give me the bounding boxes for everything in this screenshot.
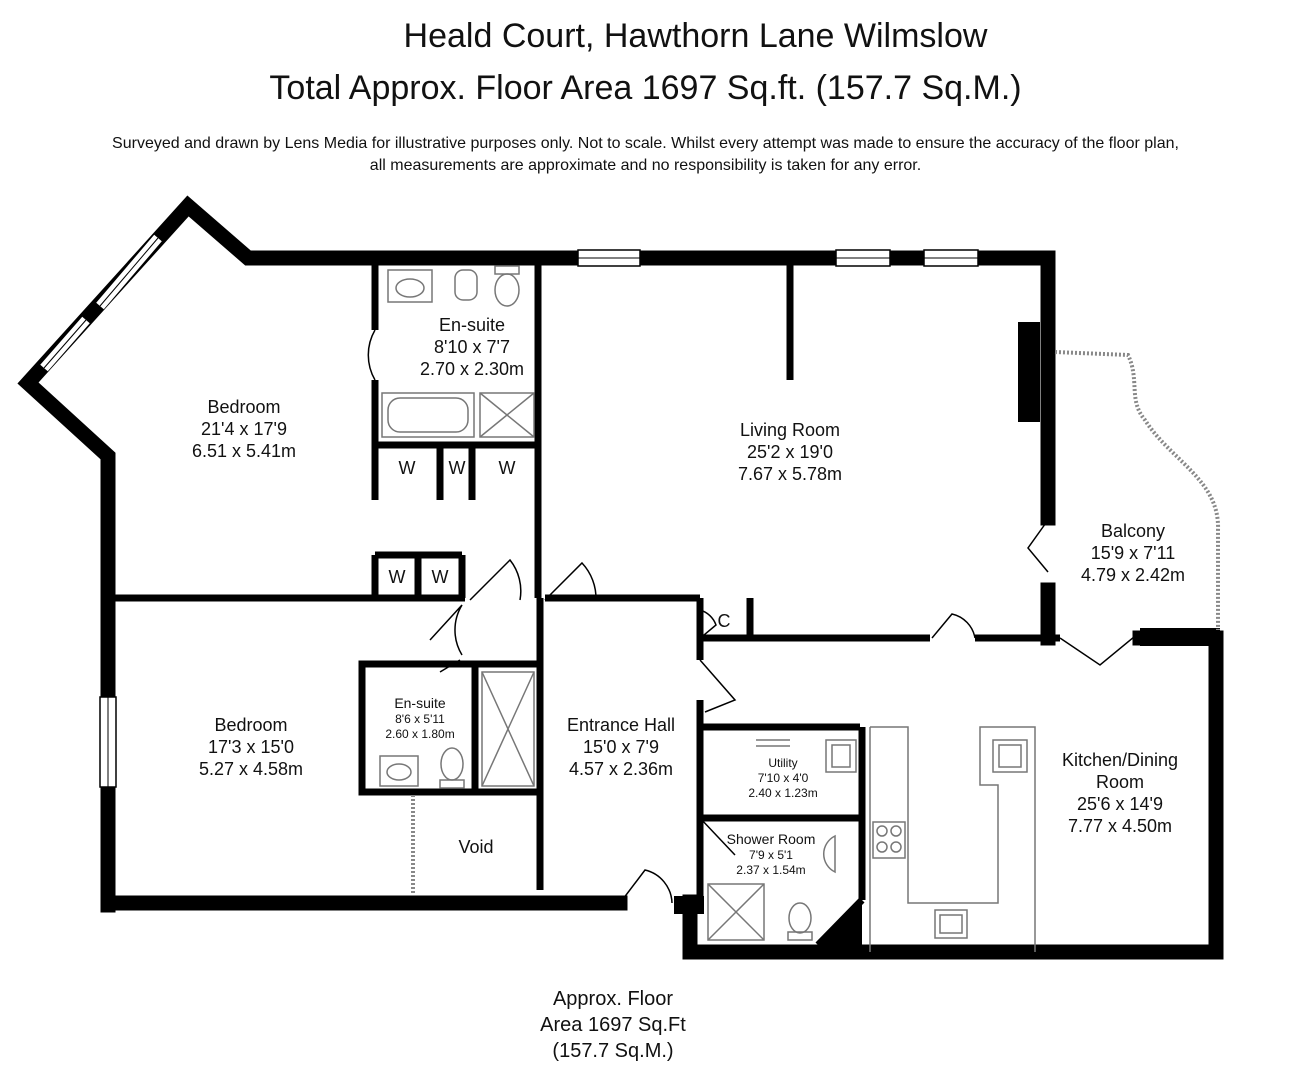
room-size-imperial: 21'4 x 17'9 (201, 419, 287, 439)
room-size-metric: 2.70 x 2.30m (419, 359, 525, 379)
room-label-ensuite-2: En-suite 8'6 x 5'11 2.60 x 1.80m (385, 694, 454, 742)
room-label-void: Void (458, 836, 493, 858)
room-size-imperial: 25'2 x 19'0 (747, 442, 833, 462)
room-size-imperial: 8'6 x 5'11 (395, 712, 445, 726)
fixtures (379, 265, 1036, 952)
room-label-bedroom-1: Bedroom 21'4 x 17'9 6.51 x 5.41m (192, 396, 296, 462)
room-label-entrance-hall: Entrance Hall 15'0 x 7'9 4.57 x 2.36m (567, 714, 675, 780)
chimney-block (1018, 322, 1040, 422)
room-size-metric: 2.40 x 1.23m (748, 786, 818, 800)
room-size-imperial: 15'9 x 7'11 (1090, 543, 1176, 563)
toilet-ensuite1 (494, 273, 520, 307)
room-name: Utility (768, 756, 798, 770)
room-size-metric: 7.77 x 4.50m (1067, 816, 1173, 836)
windows (40, 234, 979, 788)
kitchen-sink (934, 909, 968, 939)
room-label-balcony: Balcony 15'9 x 7'11 4.79 x 2.42m (1081, 520, 1185, 586)
kitchen-worktop (870, 726, 1036, 952)
utility-sink (825, 739, 857, 773)
room-label-ensuite-1: En-suite 8'10 x 7'7 2.70 x 2.30m (420, 314, 524, 380)
disclaimer: Surveyed and drawn by Lens Media for ill… (0, 133, 1291, 177)
footer-line-3: (157.7 Sq.M.) (552, 1040, 674, 1062)
room-name: Living Room (739, 420, 841, 440)
basin-shower-room (823, 834, 836, 874)
shower-tray-ensuite2 (481, 671, 535, 787)
room-size-metric: 6.51 x 5.41m (191, 441, 297, 461)
wardrobe-label-4: W (388, 567, 406, 587)
room-size-metric: 7.67 x 5.78m (737, 464, 843, 484)
shower-tray-ensuite1 (479, 392, 535, 438)
footer-line-1: Approx. Floor (552, 988, 674, 1010)
room-label-shower-room: Shower Room 7'9 x 5'1 2.37 x 1.54m (727, 830, 816, 878)
room-label-kitchen-dining: Kitchen/Dining Room 25'6 x 14'9 7.77 x 4… (1062, 749, 1178, 837)
room-label-bedroom-2: Bedroom 17'3 x 15'0 5.27 x 4.58m (199, 714, 303, 780)
floor-area-footer: Approx. Floor Area 1697 Sq.Ft (157.7 Sq.… (540, 986, 686, 1064)
floor-area-heading: Total Approx. Floor Area 1697 Sq.ft. (15… (269, 69, 1022, 107)
disclaimer-line-1: Surveyed and drawn by Lens Media for ill… (112, 135, 1179, 152)
room-size-imperial: 17'3 x 15'0 (208, 737, 294, 757)
room-name: Shower Room (726, 831, 816, 847)
room-size-imperial: 7'9 x 5'1 (749, 848, 793, 862)
wardrobe-label-1: W (398, 458, 416, 478)
disclaimer-line-2: all measurements are approximate and no … (369, 157, 922, 174)
room-size-metric: 2.37 x 1.54m (736, 863, 806, 877)
room-name: Bedroom (214, 715, 288, 735)
room-name: Balcony (1100, 521, 1166, 541)
room-name: Void (458, 837, 494, 857)
room-name: En-suite (438, 315, 506, 335)
room-name: En-suite (394, 695, 446, 711)
walls (17, 195, 1224, 960)
room-name: Entrance Hall (566, 715, 676, 735)
shower-wall-block (818, 900, 862, 952)
solid-blocks (674, 322, 1220, 952)
wardrobe-label-3: W (498, 458, 516, 478)
room-name-line-1: Kitchen/Dining (1061, 750, 1179, 770)
footer-line-2: Area 1697 Sq.Ft (540, 1014, 686, 1036)
bath (381, 392, 475, 438)
balcony-outline (1054, 350, 1221, 630)
room-size-imperial: 8'10 x 7'7 (434, 337, 510, 357)
door-swings (367, 329, 1141, 904)
shower-tray-shower-room (707, 883, 765, 941)
room-name: Bedroom (207, 397, 281, 417)
room-size-imperial: 7'10 x 4'0 (757, 771, 809, 785)
hall-wall-block (674, 896, 704, 914)
basin-ensuite1 (387, 269, 433, 303)
room-label-living-room: Living Room 25'2 x 19'0 7.67 x 5.78m (738, 419, 842, 485)
room-name-line-2: Room (1095, 772, 1145, 792)
room-size-metric: 2.60 x 1.80m (385, 727, 455, 741)
room-label-utility: Utility 7'10 x 4'0 2.40 x 1.23m (748, 756, 817, 801)
kitchen-island-sink (992, 739, 1028, 773)
basin-ensuite2 (379, 755, 419, 787)
wardrobe-label-5: W (431, 567, 449, 587)
room-size-imperial: 25'6 x 14'9 (1077, 794, 1163, 814)
balcony-wall-block (1140, 628, 1220, 646)
interior-walls (108, 258, 1060, 948)
toilet-ensuite2 (440, 747, 464, 781)
room-size-metric: 4.57 x 2.36m (568, 759, 674, 779)
room-size-metric: 4.79 x 2.42m (1080, 565, 1186, 585)
room-size-metric: 5.27 x 4.58m (198, 759, 304, 779)
toilet-shower-room (788, 902, 812, 934)
plan-title: Heald Court, Hawthorn Lane Wilmslow (403, 17, 988, 55)
room-label-cupboard: C (718, 610, 731, 632)
hob (872, 821, 906, 859)
room-name: C (717, 611, 731, 631)
bidet-ensuite1 (454, 269, 478, 301)
wardrobe-label-2: W (448, 458, 466, 478)
room-size-imperial: 15'0 x 7'9 (583, 737, 659, 757)
